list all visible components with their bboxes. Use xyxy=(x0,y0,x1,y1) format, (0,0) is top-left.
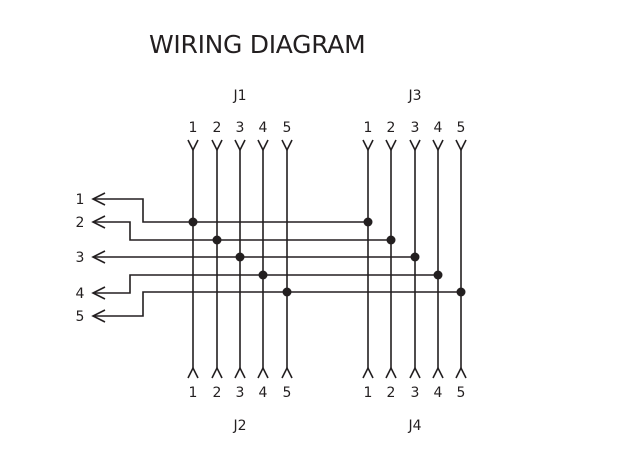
pin-label-j2-2: 2 xyxy=(213,385,222,401)
pin-label-j2-4: 4 xyxy=(259,385,268,401)
connector-label-j2: J2 xyxy=(232,418,246,434)
diagram-title: WIRING DIAGRAM xyxy=(149,30,365,59)
pin-fork-icon xyxy=(281,139,293,152)
lead-labels: 1 2 3 4 5 xyxy=(76,192,85,325)
pin-label-j1-1: 1 xyxy=(189,120,198,136)
pin-label-j2-5: 5 xyxy=(283,385,292,401)
pin-label-j2-1: 1 xyxy=(189,385,198,401)
arrow-left-icon xyxy=(91,309,106,323)
pin-label-j3-5: 5 xyxy=(457,120,466,136)
pin-fork-icon xyxy=(281,366,293,379)
pin-label-j1-5: 5 xyxy=(283,120,292,136)
pin-label-j3-1: 1 xyxy=(364,120,373,136)
arrow-left-icon xyxy=(91,215,106,229)
pin-fork-icon xyxy=(362,366,374,379)
pin-fork-icon xyxy=(432,366,444,379)
junction-dot-j1-5 xyxy=(282,287,292,297)
pin-fork-icon xyxy=(362,139,374,152)
pin-label-j1-2: 2 xyxy=(213,120,222,136)
pin-label-j3-2: 2 xyxy=(387,120,396,136)
pin-label-j1-4: 4 xyxy=(259,120,268,136)
lead-wire-1 xyxy=(93,198,368,223)
lead-wire-2 xyxy=(93,221,391,241)
lead-label-1: 1 xyxy=(76,192,85,208)
lead-label-3: 3 xyxy=(76,250,85,266)
pin-label-j4-2: 2 xyxy=(387,385,396,401)
pin-label-j4-1: 1 xyxy=(364,385,373,401)
pin-fork-icon xyxy=(187,366,199,379)
connector-label-j4: J4 xyxy=(407,418,421,434)
connector-label-j3: J3 xyxy=(407,88,421,104)
lead-wire-4 xyxy=(93,274,438,294)
arrow-left-icon xyxy=(91,286,106,300)
lead-label-5: 5 xyxy=(76,309,85,325)
pin-label-j4-3: 3 xyxy=(411,385,420,401)
pin-label-j4-5: 5 xyxy=(457,385,466,401)
junction-dot-j3-2 xyxy=(386,235,396,245)
junction-dot-j3-3 xyxy=(410,252,420,262)
junction-dot-j3-4 xyxy=(433,270,443,280)
junction-dot-j1-3 xyxy=(235,252,245,262)
pin-fork-icon xyxy=(432,139,444,152)
connector-label-j1: J1 xyxy=(232,88,246,104)
pin-fork-icon xyxy=(234,366,246,379)
wires xyxy=(91,150,466,368)
junction-dot-j1-1 xyxy=(188,217,198,227)
pin-label-j3-4: 4 xyxy=(434,120,443,136)
pin-fork-icon xyxy=(257,139,269,152)
lead-label-2: 2 xyxy=(76,215,85,231)
pin-fork-icon xyxy=(385,366,397,379)
pin-fork-icon xyxy=(211,366,223,379)
pin-fork-icon xyxy=(409,139,421,152)
junction-dot-j3-1 xyxy=(363,217,373,227)
pin-fork-icon xyxy=(234,139,246,152)
arrow-left-icon xyxy=(91,250,106,264)
pin-label-j3-3: 3 xyxy=(411,120,420,136)
pin-fork-icon xyxy=(409,366,421,379)
pin-label-j2-3: 3 xyxy=(236,385,245,401)
pin-label-j1-3: 3 xyxy=(236,120,245,136)
pin-fork-icon xyxy=(385,139,397,152)
pin-fork-icon xyxy=(455,366,467,379)
pin-fork-icon xyxy=(187,139,199,152)
junction-dot-j1-2 xyxy=(212,235,222,245)
junction-dot-j3-5 xyxy=(456,287,466,297)
arrow-left-icon xyxy=(91,192,106,206)
pin-fork-icon xyxy=(455,139,467,152)
pin-fork-icon xyxy=(211,139,223,152)
lead-wire-5 xyxy=(93,291,461,317)
pin-label-j4-4: 4 xyxy=(434,385,443,401)
junction-dot-j1-4 xyxy=(258,270,268,280)
lead-label-4: 4 xyxy=(76,286,85,302)
pin-fork-icon xyxy=(257,366,269,379)
